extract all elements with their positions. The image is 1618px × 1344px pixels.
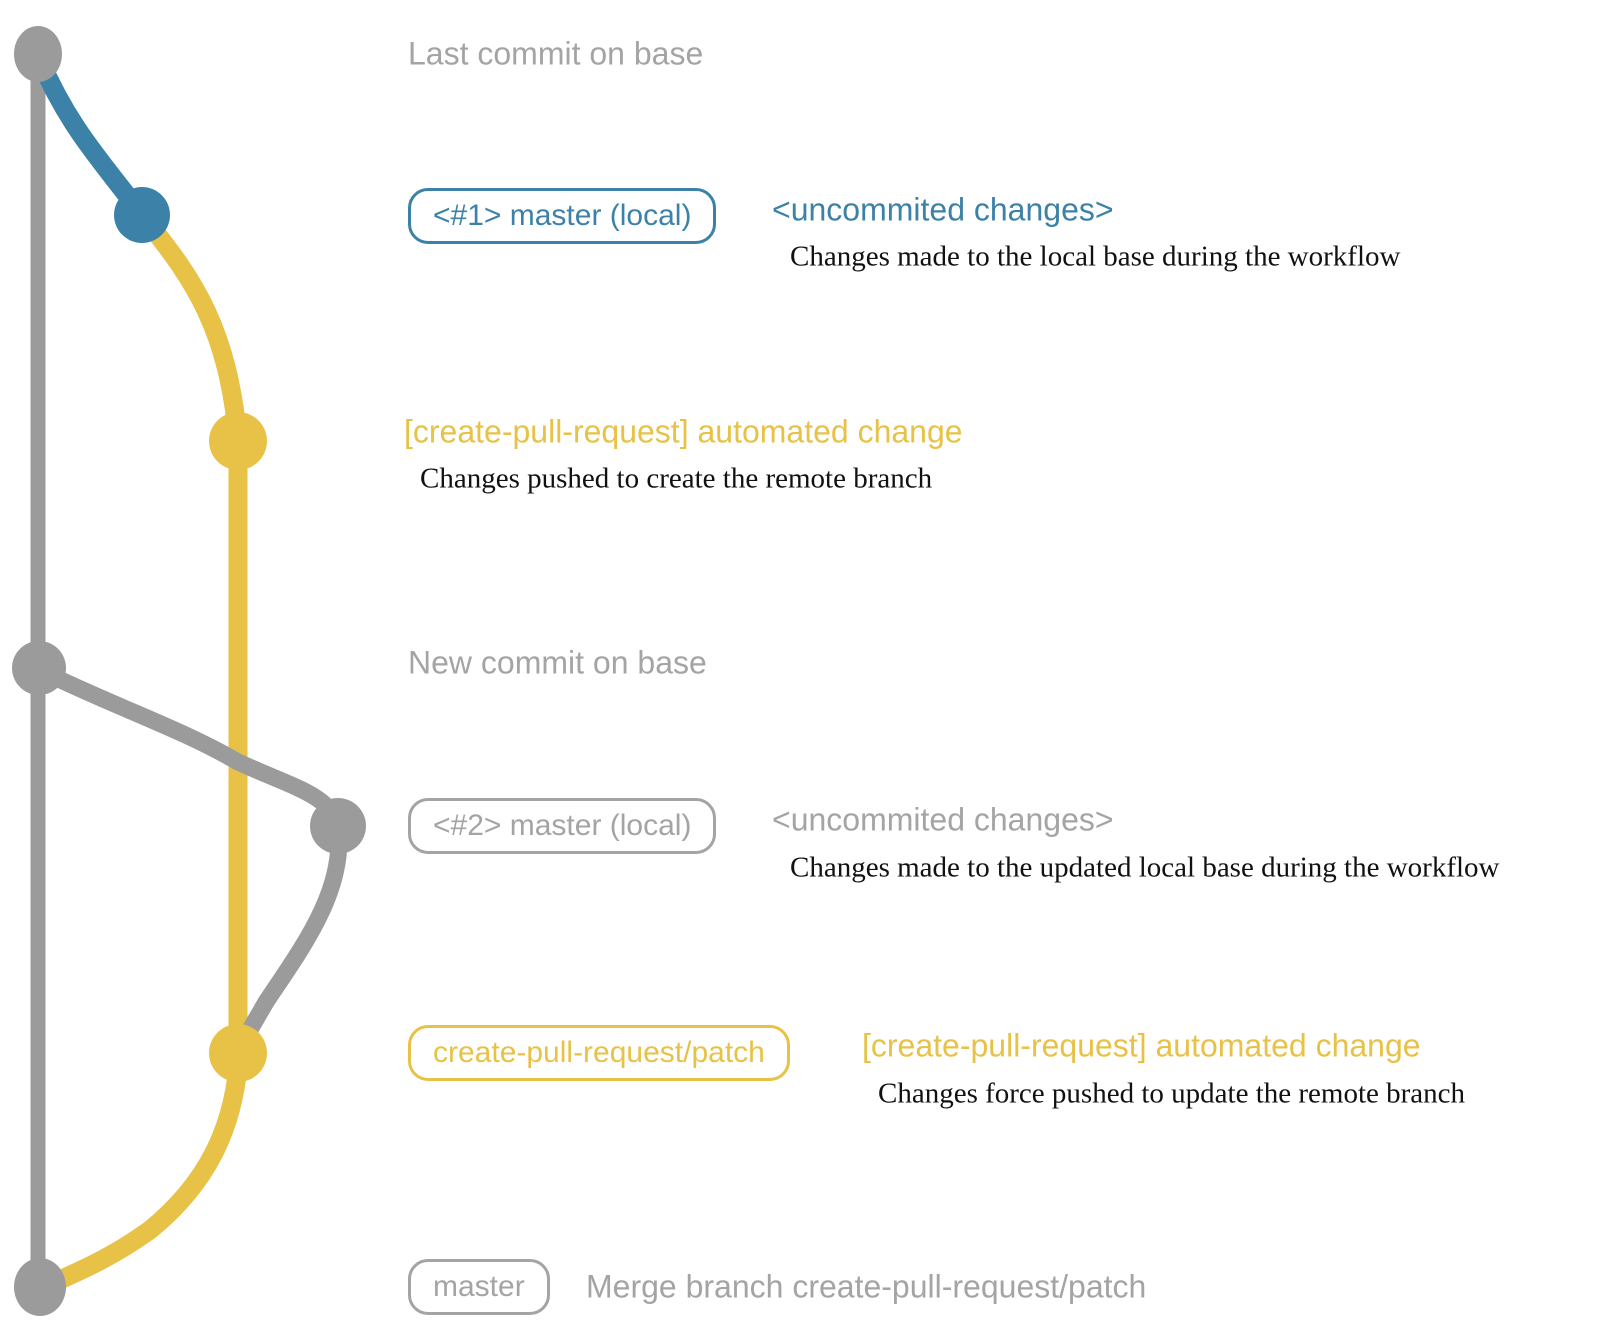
label-last-commit-on-base: Last commit on base [408, 35, 704, 72]
git-graph [12, 26, 366, 1316]
commit-dot-local-1 [114, 187, 170, 243]
commit-dot-merge [14, 1258, 66, 1316]
commit-dot-remote-2 [209, 1024, 267, 1082]
badge-create-pull-request-patch: create-pull-request/patch [408, 1025, 790, 1081]
label-new-commit-on-base: New commit on base [408, 644, 707, 681]
badge-master-local-2: <#2> master (local) [408, 798, 717, 854]
detail-pushed-to-create: Changes pushed to create the remote bran… [420, 462, 933, 495]
commit-dot-last-base [14, 26, 62, 82]
detail-local-base-changes-2: Changes made to the updated local base d… [790, 851, 1500, 884]
note-automated-change-1: [create-pull-request] automated change [404, 413, 963, 450]
commit-dot-remote-1 [209, 412, 267, 470]
local-branch-2-line [31, 661, 348, 1062]
note-automated-change-2: [create-pull-request] automated change [862, 1027, 1421, 1064]
badge-create-pull-request-patch-text: create-pull-request/patch [408, 1025, 790, 1081]
badge-master-text: master [408, 1259, 550, 1315]
commit-dot-local-2 [310, 798, 366, 854]
badge-master: master [408, 1259, 550, 1315]
note-uncommited-changes-2: <uncommited changes> [772, 801, 1114, 838]
remote-branch-line [134, 208, 248, 1063]
merge-line [34, 1043, 249, 1297]
label-merge-branch: Merge branch create-pull-request/patch [586, 1268, 1147, 1305]
badge-master-local-1-text: <#1> master (local) [408, 188, 717, 244]
detail-local-base-changes-1: Changes made to the local base during th… [790, 240, 1401, 273]
badge-master-local-1: <#1> master (local) [408, 188, 717, 244]
note-uncommited-changes-1: <uncommited changes> [772, 191, 1114, 228]
badge-master-local-2-text: <#2> master (local) [408, 798, 717, 854]
commit-dot-new-base [12, 641, 66, 695]
detail-force-pushed: Changes force pushed to update the remot… [878, 1077, 1466, 1110]
